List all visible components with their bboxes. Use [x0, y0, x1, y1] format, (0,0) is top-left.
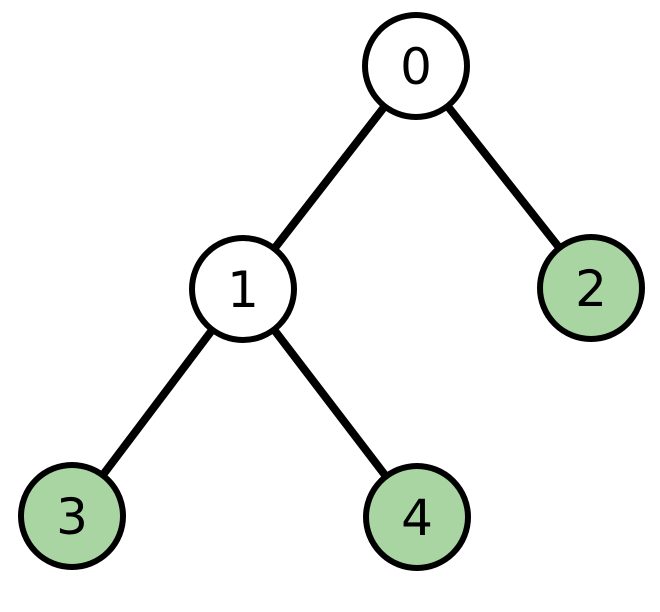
tree-node-3: 3 [18, 462, 126, 570]
tree-node-label-2: 2 [575, 260, 607, 318]
tree-node-label-3: 3 [56, 488, 88, 546]
tree-node-circle-4 [363, 463, 471, 571]
tree-node-label-4: 4 [401, 489, 433, 547]
tree-node-circle-1 [189, 235, 297, 343]
tree-node-circle-2 [537, 234, 645, 342]
tree-node-label-0: 0 [400, 38, 432, 96]
tree-node-2: 2 [537, 234, 645, 342]
tree-node-label-1: 1 [227, 261, 259, 319]
tree-node-1: 1 [189, 235, 297, 343]
tree-node-circle-0 [362, 12, 470, 120]
tree-node-4: 4 [363, 463, 471, 571]
tree-node-0: 0 [362, 12, 470, 120]
tree-node-circle-3 [18, 462, 126, 570]
